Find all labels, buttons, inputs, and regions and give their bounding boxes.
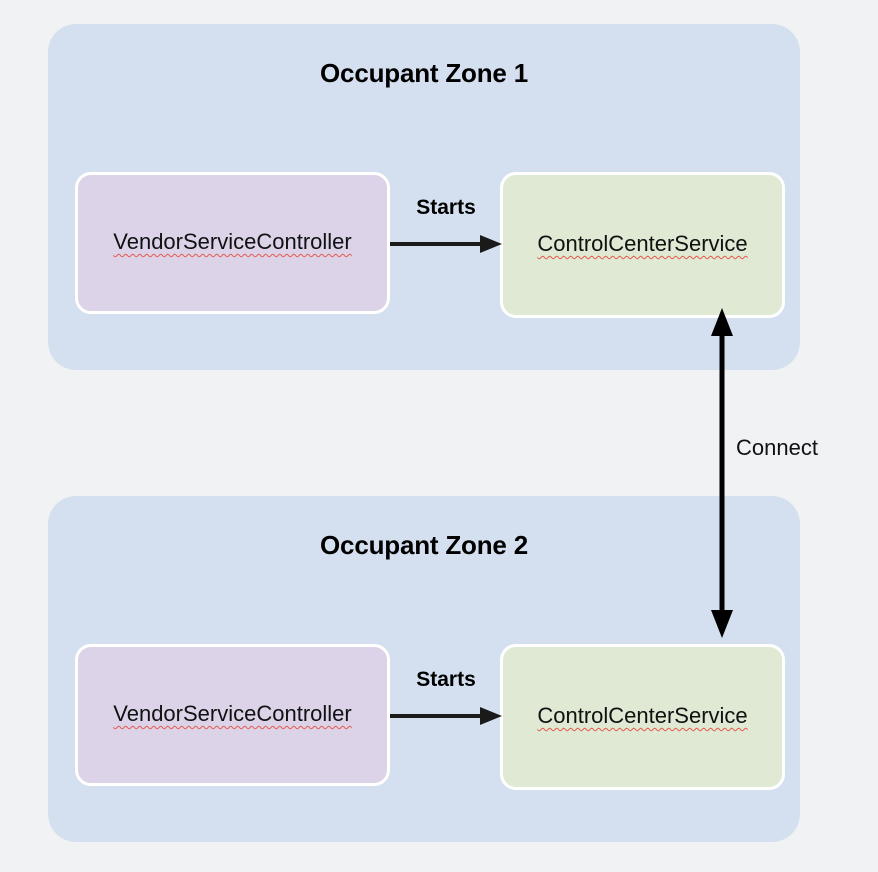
zone-2-control-center-service-node[interactable]: ControlCenterService — [500, 644, 785, 790]
zone-1-starts-edge-label: Starts — [416, 196, 476, 219]
zone-2-starts-arrow-icon — [390, 707, 502, 725]
occupant-zone-2-panel: Occupant Zone 2 VendorServiceController … — [48, 496, 800, 842]
connect-double-arrow-icon — [711, 308, 733, 638]
zone-2-vendor-service-controller-label: VendorServiceController — [113, 701, 352, 726]
connect-edge-label: Connect — [736, 435, 818, 460]
zone-2-starts-edge-label: Starts — [416, 668, 476, 691]
occupant-zone-1-panel: Occupant Zone 1 VendorServiceController … — [48, 24, 800, 370]
zone-2-title: Occupant Zone 2 — [320, 530, 528, 560]
zone-1-vendor-service-controller-label: VendorServiceController — [113, 229, 352, 254]
zone-1-control-center-service-node[interactable]: ControlCenterService — [500, 172, 785, 318]
zone-1-control-center-service-label: ControlCenterService — [537, 231, 748, 256]
zone-2-control-center-service-label: ControlCenterService — [537, 703, 748, 728]
zone-2-vendor-service-controller-node[interactable]: VendorServiceController — [75, 644, 390, 786]
zone-1-vendor-service-controller-node[interactable]: VendorServiceController — [75, 172, 390, 314]
zone-1-title: Occupant Zone 1 — [320, 58, 528, 88]
zone-1-starts-arrow-icon — [390, 235, 502, 253]
